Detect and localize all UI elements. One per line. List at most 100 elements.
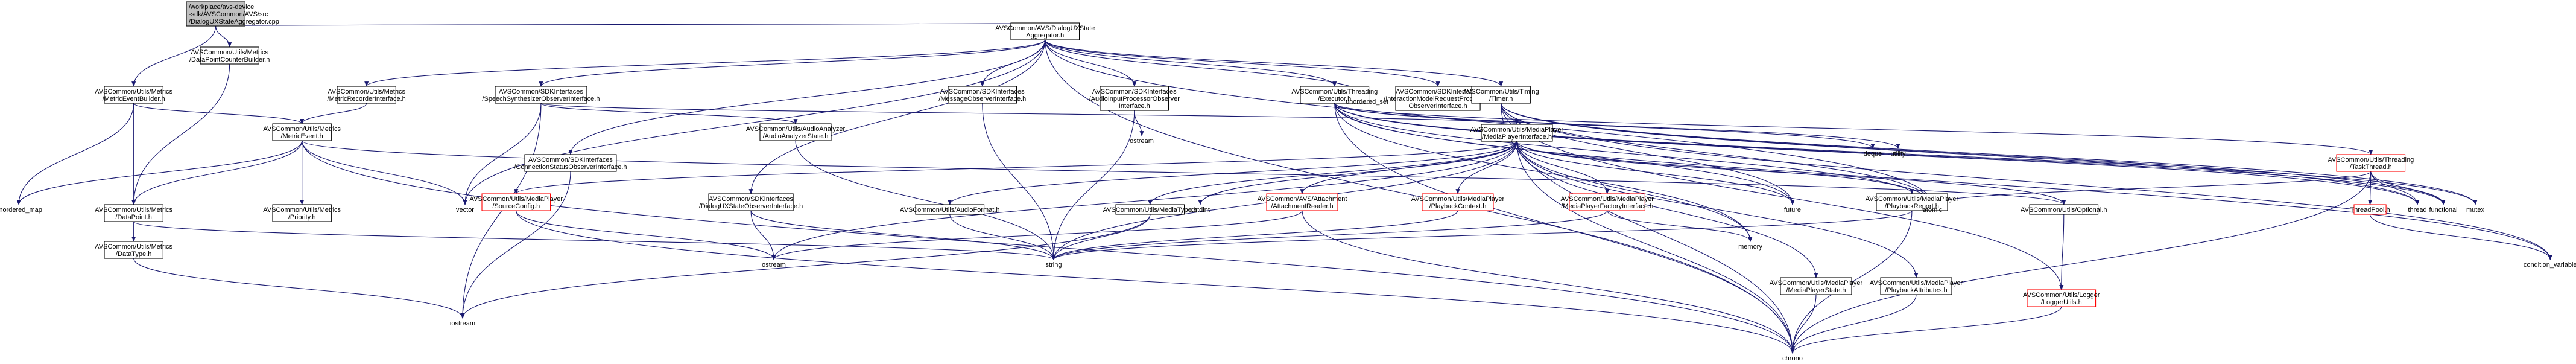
edge-taskthread-to-atomic bbox=[1930, 171, 2372, 205]
node-label-line: mutex bbox=[2466, 206, 2484, 214]
edge-mpi-to-attreader bbox=[1300, 141, 1517, 194]
node-dsuxsoi[interactable]: AVSCommon/SDKInterfaces/DialogUXStateObs… bbox=[699, 193, 803, 211]
node-unordered_map: unordered_map bbox=[0, 206, 42, 214]
node-label-line: AVSCommon/Utils/MediaPlayer bbox=[1411, 196, 1505, 203]
node-root[interactable]: /workplace/avs-device-sdk/AVSCommon/AVS/… bbox=[186, 1, 279, 27]
node-box bbox=[1300, 86, 1370, 104]
node-sourceconfig[interactable]: AVSCommon/Utils/MediaPlayer/SourceConfig… bbox=[470, 193, 563, 211]
edge-mpi-to-optional bbox=[1516, 141, 2066, 205]
node-loggerutils[interactable]: AVSCommon/Utils/Logger/LoggerUtils.h bbox=[2023, 289, 2100, 307]
node-moi[interactable]: AVSCommon/SDKInterfaces/MessageObserverI… bbox=[938, 86, 1026, 104]
node-box bbox=[104, 204, 163, 222]
edge-dsuxh-to-csoi bbox=[568, 39, 1046, 155]
edge-timer-to-atomic bbox=[1501, 103, 1935, 205]
node-future: future bbox=[1784, 206, 1801, 214]
node-executor[interactable]: AVSCommon/Utils/Threading/Executor.h bbox=[1291, 86, 1378, 104]
edge-mpi-to-sourceconfig bbox=[514, 141, 1517, 194]
edge-aipoi-to-string bbox=[1051, 110, 1135, 260]
node-label-line: ostream bbox=[762, 261, 786, 269]
node-label-line: /SourceConfig.h bbox=[492, 203, 540, 210]
edge-mpi-to-chrono bbox=[1516, 141, 1795, 354]
edge-mri-to-metricevent bbox=[300, 103, 367, 124]
node-box bbox=[1481, 124, 1553, 142]
node-label-line: /ConnectionStatusObserverInterface.h bbox=[514, 164, 627, 171]
edge-mediatype-to-string bbox=[1051, 214, 1151, 260]
node-unordered_set: unordered_set bbox=[1346, 98, 1388, 106]
node-label-line: AVSCommon/Utils/Optional.h bbox=[2021, 206, 2107, 214]
edge-metricevent-to-chrono bbox=[302, 140, 1795, 354]
node-aipoi[interactable]: AVSCommon/SDKInterfaces/AudioInputProces… bbox=[1089, 86, 1180, 111]
node-label-line: AVSCommon/Utils/AudioFormat.h bbox=[900, 206, 999, 214]
node-box bbox=[2336, 154, 2406, 172]
node-box bbox=[948, 86, 1017, 104]
node-priority[interactable]: AVSCommon/Utils/Metrics/Priority.h bbox=[263, 204, 341, 222]
node-mpfi[interactable]: AVSCommon/Utils/MediaPlayer/MediaPlayerF… bbox=[1560, 193, 1654, 211]
node-label-line: -sdk/AVSCommon/AVS/src bbox=[189, 11, 268, 18]
node-box bbox=[272, 123, 332, 141]
edge-dsuxh-to-timer bbox=[1045, 39, 1504, 87]
node-dsuxh[interactable]: AVSCommon/AVS/DialogUXStateAggregator.h bbox=[995, 22, 1095, 40]
node-csoi[interactable]: AVSCommon/SDKInterfaces/ConnectionStatus… bbox=[514, 154, 627, 172]
node-audioformat[interactable]: AVSCommon/Utils/AudioFormat.h bbox=[900, 204, 1000, 215]
edge-threadpool-to-condvar bbox=[2370, 214, 2552, 260]
edge-sourceconfig-to-chrono bbox=[516, 210, 1795, 354]
edge-mpfi-to-memory bbox=[1607, 210, 1753, 242]
edge-dsuxh-to-ssoi bbox=[539, 39, 1046, 87]
edge-ssoi-to-mpi bbox=[540, 103, 1519, 125]
edge-playbackreport-to-chrono bbox=[1790, 210, 1913, 354]
node-ostream_top: ostream bbox=[1130, 138, 1154, 145]
edge-taskthread-to-chrono bbox=[1790, 171, 2372, 354]
node-label-line: AVSCommon/Utils/MediaPlayer bbox=[1870, 279, 1963, 287]
node-label-line: AVSCommon/SDKInterfaces bbox=[1092, 88, 1177, 95]
node-box bbox=[1266, 193, 1338, 211]
node-playbackcontext[interactable]: AVSCommon/Utils/MediaPlayer/PlaybackCont… bbox=[1411, 193, 1505, 211]
node-label-line: AVSCommon/Utils/MediaType.h bbox=[1103, 206, 1197, 214]
node-label-line: /MetricRecorderInterface.h bbox=[328, 95, 406, 103]
node-mpstate[interactable]: AVSCommon/Utils/MediaPlayer/MediaPlayerS… bbox=[1770, 277, 1863, 295]
node-label-line: /AudioInputProcessorObserver bbox=[1089, 95, 1180, 103]
edge-mpi-to-mediatype bbox=[1148, 141, 1517, 205]
edge-executor-to-utility bbox=[1334, 103, 1900, 149]
node-mediatype[interactable]: AVSCommon/Utils/MediaType.h bbox=[1103, 204, 1197, 215]
node-label-line: functional bbox=[2429, 206, 2457, 214]
node-label-line: AVSCommon/AVS/DialogUXState bbox=[995, 25, 1095, 32]
node-mri[interactable]: AVSCommon/Utils/Metrics/MetricRecorderIn… bbox=[328, 86, 406, 104]
node-playbackattr[interactable]: AVSCommon/Utils/MediaPlayer/PlaybackAttr… bbox=[1870, 277, 1963, 295]
node-dpcb[interactable]: AVSCommon/Utils/Metrics/DataPointCounter… bbox=[189, 46, 270, 65]
node-label-line: AVSCommon/SDKInterfaces bbox=[528, 156, 613, 164]
dependency-edges bbox=[16, 22, 2552, 354]
edge-mpi-to-mpfi bbox=[1516, 141, 1610, 194]
node-ssoi[interactable]: AVSCommon/SDKInterfaces/SpeechSynthesize… bbox=[482, 86, 600, 104]
node-attreader[interactable]: AVSCommon/AVS/Attachment/AttachmentReade… bbox=[1258, 193, 1347, 211]
node-threadpool[interactable]: ThreadPool.h bbox=[2350, 204, 2390, 215]
node-label-line: AVSCommon/Utils/Metrics bbox=[263, 206, 341, 214]
node-datapoint[interactable]: AVSCommon/Utils/Metrics/DataPoint.h bbox=[95, 204, 173, 222]
node-label-line: AVSCommon/Utils/MediaPlayer bbox=[1866, 196, 1959, 203]
node-metricevent[interactable]: AVSCommon/Utils/Metrics/MetricEvent.h bbox=[263, 123, 341, 141]
node-label-line: /MetricEventBuilder.h bbox=[103, 95, 165, 103]
node-iostream: iostream bbox=[450, 320, 475, 327]
node-box bbox=[1780, 277, 1852, 295]
node-mpi[interactable]: AVSCommon/Utils/MediaPlayer/MediaPlayerI… bbox=[1470, 124, 1564, 142]
node-label-line: memory bbox=[1738, 243, 1762, 251]
node-box bbox=[759, 123, 832, 141]
edge-dsuxsoi-to-ostream_mid bbox=[750, 210, 776, 260]
node-label-line: /MediaPlayerFactoryInterface.h bbox=[1561, 203, 1653, 210]
node-label-line: AVSCommon/Utils/MediaPlayer bbox=[1560, 196, 1654, 203]
node-meb[interactable]: AVSCommon/Utils/Metrics/MetricEventBuild… bbox=[95, 86, 173, 104]
edge-timer-to-functional bbox=[1501, 103, 2446, 205]
node-box bbox=[272, 204, 332, 222]
node-imrpoi[interactable]: AVSCommon/SDKInterfaces/InteractionModel… bbox=[1384, 86, 1492, 111]
node-aas[interactable]: AVSCommon/Utils/AudioAnalyzer/AudioAnaly… bbox=[746, 123, 846, 141]
node-label-line: AVSCommon/Utils/Threading bbox=[2328, 156, 2414, 164]
node-datatype[interactable]: AVSCommon/Utils/Metrics/DataType.h bbox=[95, 241, 173, 259]
node-taskthread[interactable]: AVSCommon/Utils/Threading/TaskThread.h bbox=[2328, 154, 2414, 172]
node-box bbox=[104, 241, 163, 259]
node-label-line: AVSCommon/Utils/Metrics bbox=[95, 88, 172, 95]
node-optional[interactable]: AVSCommon/Utils/Optional.h bbox=[2021, 204, 2107, 215]
node-timer[interactable]: AVSCommon/Utils/Timing/Timer.h bbox=[1463, 86, 1539, 104]
node-box bbox=[1876, 193, 1948, 211]
node-playbackreport[interactable]: AVSCommon/Utils/MediaPlayer/PlaybackRepo… bbox=[1866, 193, 1959, 211]
node-label-line: string bbox=[1046, 261, 1062, 269]
edge-playbackreport-to-string bbox=[1051, 210, 1913, 260]
